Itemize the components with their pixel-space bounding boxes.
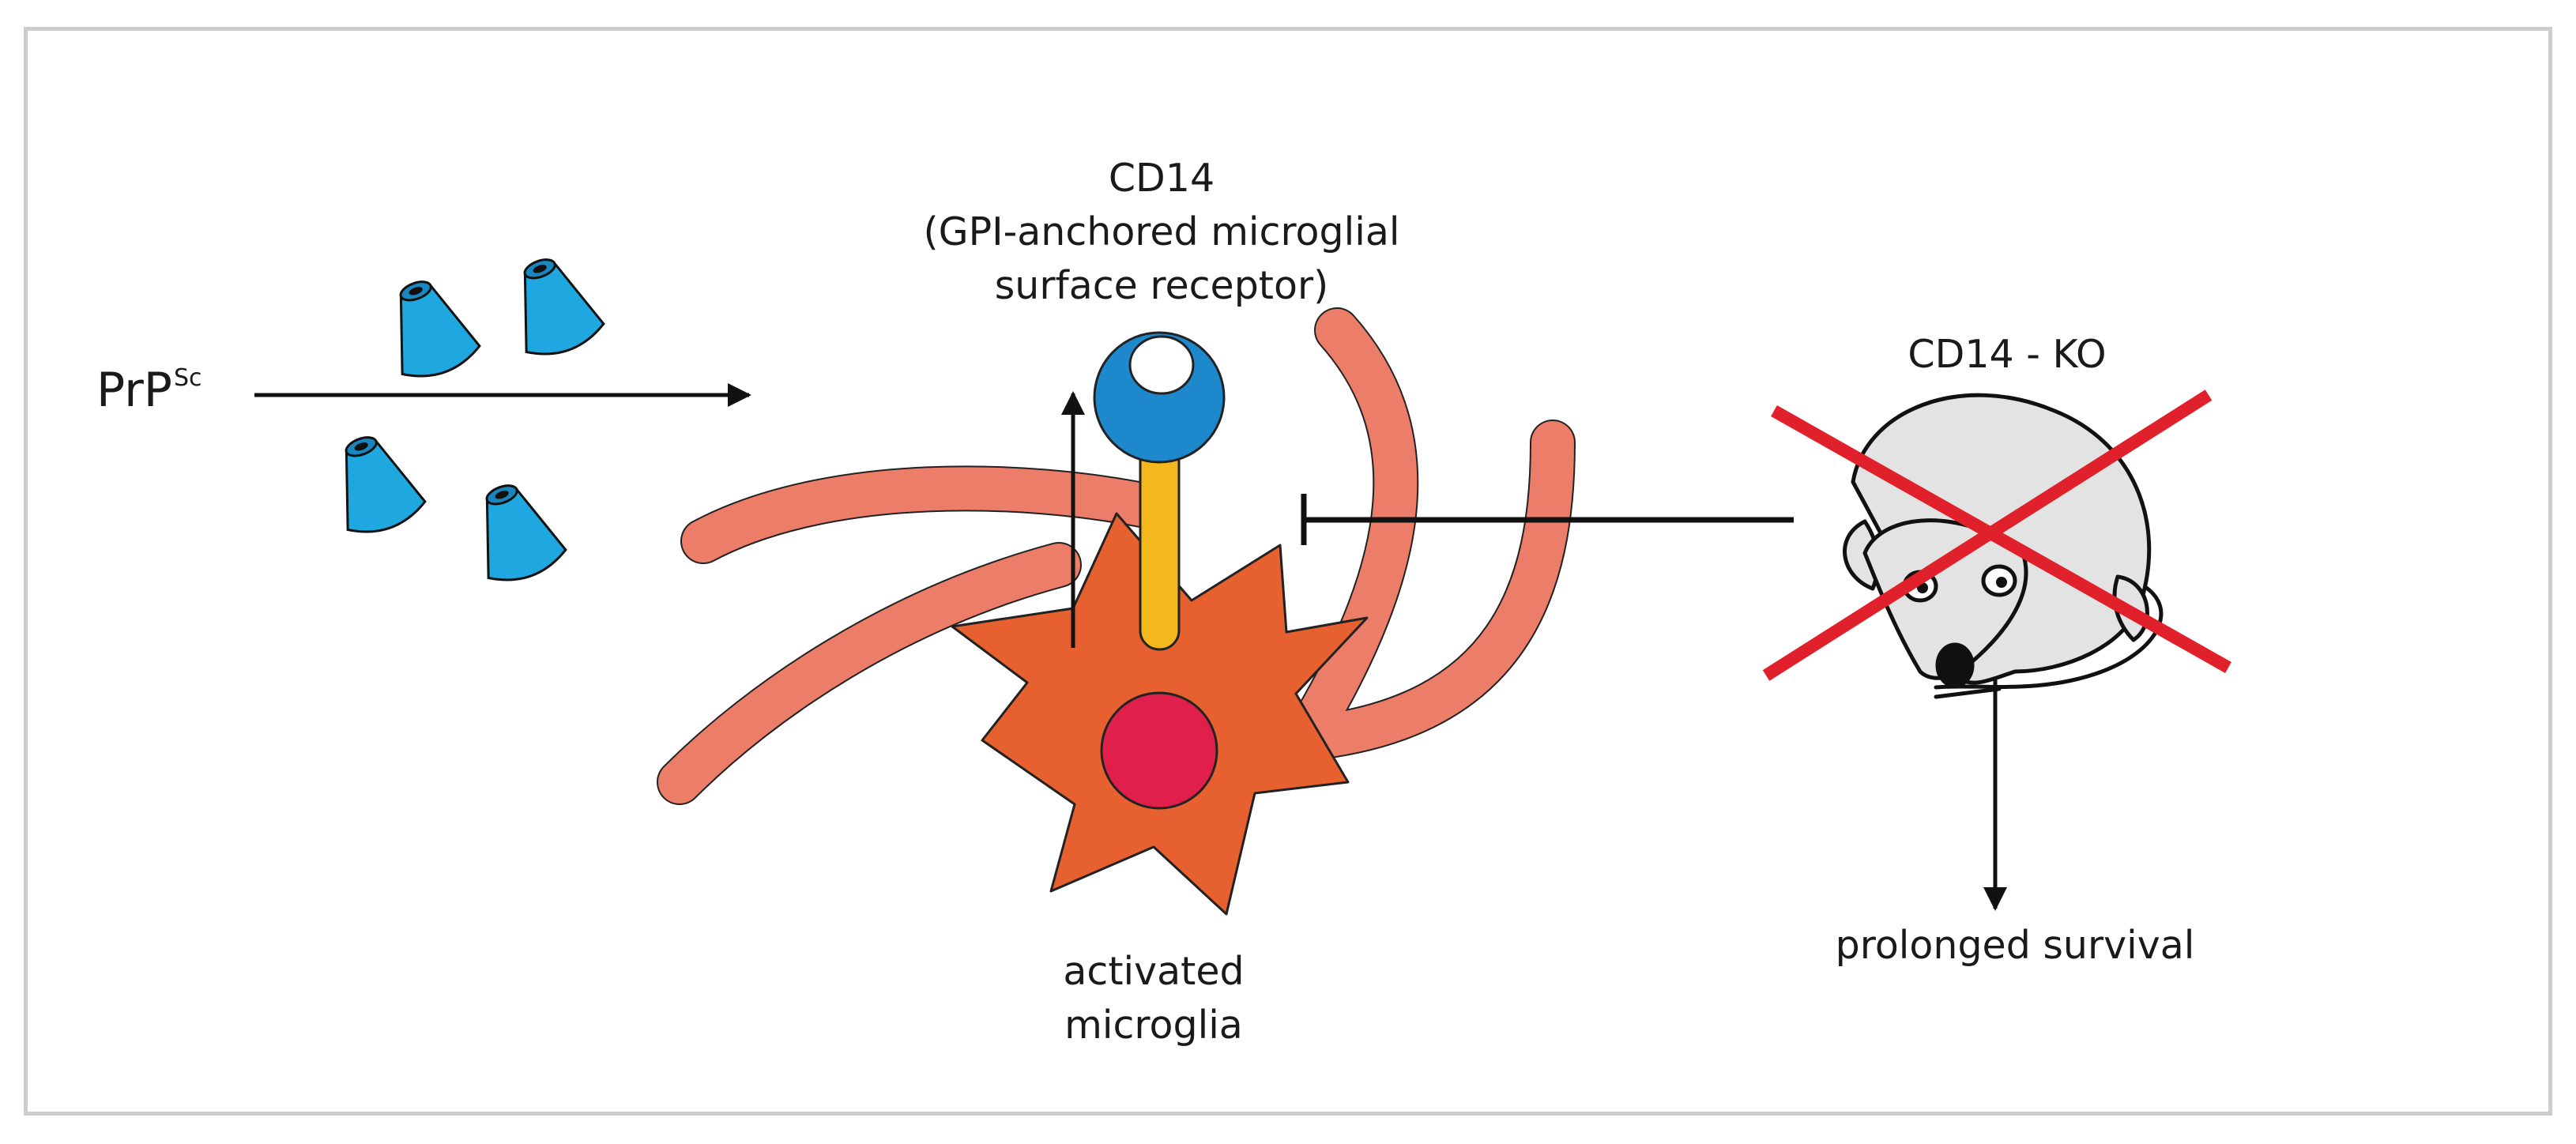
- prion-aggregates: [318, 246, 609, 592]
- gpi-anchor-icon: [1139, 439, 1181, 651]
- receptor-desc-line1: (GPI-anchored microglial: [923, 209, 1400, 254]
- prion-aggregate-icon: [318, 423, 431, 544]
- prion-label: PrPSc: [96, 362, 202, 419]
- prion-label-text: PrP: [96, 363, 172, 418]
- nucleus-icon: [1100, 691, 1218, 810]
- receptor-name: CD14: [1108, 156, 1215, 201]
- cell-label-line2: microglia: [1064, 1003, 1243, 1048]
- receptor-desc-line2: surface receptor): [994, 263, 1329, 308]
- cd14-receptor-icon: [1093, 331, 1226, 464]
- cell-label: activated microglia: [980, 945, 1328, 1052]
- prion-aggregate-icon: [373, 268, 485, 388]
- microglia-processes: [657, 307, 1576, 805]
- prion-aggregate-icon: [497, 246, 609, 366]
- cell-label-line1: activated: [1063, 949, 1245, 994]
- red-cross-icon: [1762, 389, 2231, 681]
- prion-aggregate-icon: [459, 472, 571, 592]
- outcome-label: prolonged survival: [1835, 923, 2195, 968]
- prion-label-superscript: Sc: [173, 364, 202, 392]
- knockout-label: CD14 - KO: [1908, 332, 2107, 377]
- inhibition-line: [1301, 494, 1794, 545]
- receptor-label: CD14 (GPI-anchored microglial surface re…: [853, 152, 1470, 313]
